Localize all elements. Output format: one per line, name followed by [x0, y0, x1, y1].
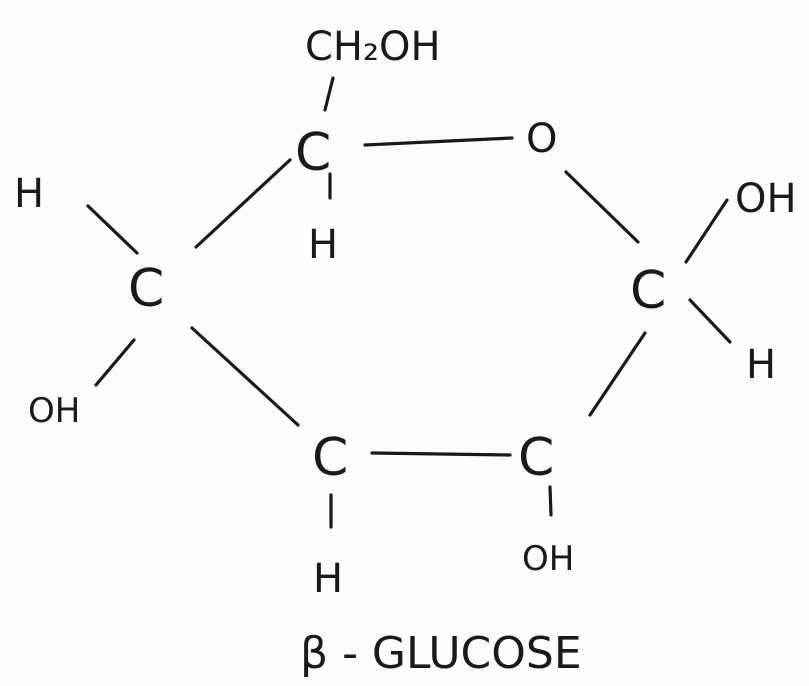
bond-c1-c2	[588, 331, 647, 417]
carbon-c2: C	[518, 428, 554, 488]
hydrogen-c5: H	[308, 222, 338, 268]
bond-c5-o	[363, 136, 514, 147]
bond-c2-oh	[548, 485, 553, 517]
carbon-c3: C	[312, 428, 348, 488]
carbon-c4: C	[128, 259, 164, 319]
bonds	[86, 76, 732, 529]
diagram-caption: β - GLUCOSE	[300, 628, 582, 679]
bond-c1-oh	[684, 198, 729, 264]
carbon-c1: C	[630, 261, 666, 321]
bond-ch2oh-c5	[323, 76, 335, 112]
hydrogen-c1: H	[746, 342, 776, 388]
bond-c4-oh	[94, 338, 136, 387]
hydrogen-c3: H	[313, 556, 343, 602]
hydrogen-c4: H	[14, 171, 44, 217]
bond-c3-c4	[190, 326, 300, 427]
bond-c1-h	[688, 298, 732, 344]
bond-c4-h	[86, 204, 139, 255]
bond-c2-c3	[370, 451, 512, 457]
ch2oh-group: CH₂OH	[305, 24, 441, 70]
carbon-c5: C	[295, 123, 331, 183]
bond-o-c1	[564, 170, 640, 244]
atoms: CH₂OH C O H H C OH OH C H C H C OH	[14, 24, 797, 602]
bond-c4-c5	[194, 158, 292, 249]
ring-oxygen: O	[526, 116, 557, 162]
hydroxyl-c2: OH	[522, 539, 574, 579]
hydroxyl-c4: OH	[28, 391, 80, 431]
hydroxyl-c1: OH	[735, 176, 797, 222]
